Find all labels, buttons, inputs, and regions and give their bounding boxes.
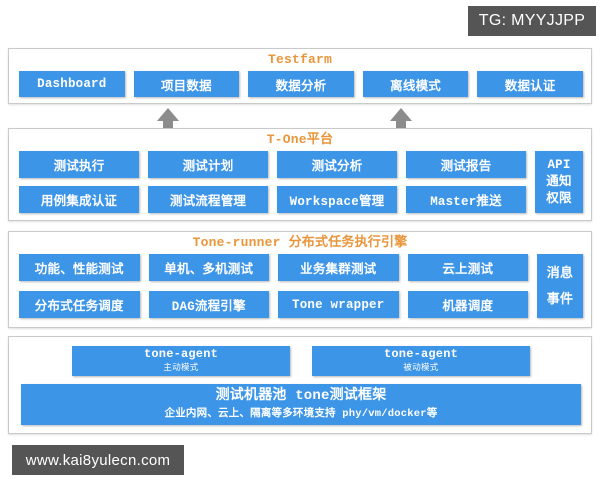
- tile-data-analysis[interactable]: 数据分析: [248, 71, 354, 97]
- notify-label: 通知: [546, 174, 572, 189]
- layer-infrastructure: tone-agent 主动模式 tone-agent 被动模式 测试机器池 to…: [8, 336, 592, 434]
- t-one-grid: 测试执行 测试计划 测试分析 测试报告 用例集成认证 测试流程管理 Worksp…: [19, 151, 583, 213]
- permission-label: 权限: [546, 191, 572, 206]
- tone-agent-active-name: tone-agent: [143, 347, 218, 361]
- tile-dashboard[interactable]: Dashboard: [19, 71, 125, 97]
- tile-test-analysis[interactable]: 测试分析: [277, 151, 397, 178]
- tile-data-validation[interactable]: 数据认证: [477, 71, 583, 97]
- tile-business-cluster-test[interactable]: 业务集群测试: [278, 254, 399, 281]
- layer-t-one-platform: T-One平台 测试执行 测试计划 测试分析 测试报告 用例集成认证 测试流程管…: [8, 128, 592, 221]
- tone-runner-grid: 功能、性能测试 单机、多机测试 业务集群测试 云上测试 分布式任务调度 DAG流…: [19, 254, 583, 318]
- tile-tone-agent-passive[interactable]: tone-agent 被动模式: [312, 346, 530, 376]
- machine-pool-subtitle: 企业内网、云上、隔离等多环境支持 phy/vm/docker等: [164, 407, 438, 420]
- tile-workspace-mgmt[interactable]: Workspace管理: [277, 186, 397, 213]
- arrow-up-right-stem: [396, 121, 406, 129]
- tone-agent-passive-mode: 被动模式: [403, 362, 439, 372]
- tile-machine-pool[interactable]: 测试机器池 tone测试框架 企业内网、云上、隔离等多环境支持 phy/vm/d…: [21, 384, 581, 425]
- arrow-up-right-head: [390, 108, 412, 121]
- tile-cloud-test[interactable]: 云上测试: [407, 254, 528, 281]
- tile-tone-agent-active[interactable]: tone-agent 主动模式: [72, 346, 290, 376]
- agent-row: tone-agent 主动模式 tone-agent 被动模式: [21, 346, 581, 376]
- layer-testfarm: Testfarm Dashboard 项目数据 数据分析 离线模式 数据认证: [8, 48, 592, 104]
- tile-message-event[interactable]: 消息 事件: [537, 254, 583, 318]
- bottom-watermark-badge: www.kai8yulecn.com: [12, 445, 184, 475]
- layer-tone-runner: Tone-runner 分布式任务执行引擎 功能、性能测试 单机、多机测试 业务…: [8, 231, 592, 328]
- top-watermark-badge: TG: MYYJJPP: [468, 6, 596, 36]
- machine-pool-title: 测试机器池 tone测试框架: [215, 387, 387, 404]
- layer-tone-runner-title: Tone-runner 分布式任务执行引擎: [192, 235, 408, 250]
- event-label: 事件: [546, 291, 574, 307]
- layer-testfarm-title: Testfarm: [267, 52, 332, 67]
- tile-test-report[interactable]: 测试报告: [406, 151, 526, 178]
- tile-case-integration-auth[interactable]: 用例集成认证: [19, 186, 139, 213]
- message-label: 消息: [546, 265, 574, 281]
- testfarm-tile-row: Dashboard 项目数据 数据分析 离线模式 数据认证: [19, 71, 583, 97]
- tile-test-execution[interactable]: 测试执行: [19, 151, 139, 178]
- tone-runner-row-2: 分布式任务调度 DAG流程引擎 Tone wrapper 机器调度: [19, 291, 528, 318]
- tone-agent-active-mode: 主动模式: [163, 362, 199, 372]
- tile-machine-scheduling[interactable]: 机器调度: [407, 291, 528, 318]
- arrow-up-left-head: [157, 108, 179, 121]
- tone-agent-passive-name: tone-agent: [383, 347, 458, 361]
- tile-test-process-mgmt[interactable]: 测试流程管理: [148, 186, 268, 213]
- t-one-row-1: 测试执行 测试计划 测试分析 测试报告: [19, 151, 526, 178]
- tile-distributed-task-scheduling[interactable]: 分布式任务调度: [19, 291, 140, 318]
- api-label: API: [547, 157, 571, 172]
- tile-api-notify-permission[interactable]: API 通知 权限: [535, 151, 583, 213]
- tile-dag-flow-engine[interactable]: DAG流程引擎: [148, 291, 269, 318]
- layer-t-one-title: T-One平台: [266, 132, 334, 147]
- tile-function-performance-test[interactable]: 功能、性能测试: [19, 254, 140, 281]
- tile-single-multi-machine-test[interactable]: 单机、多机测试: [148, 254, 269, 281]
- tile-project-data[interactable]: 项目数据: [133, 71, 240, 97]
- tile-master-push[interactable]: Master推送: [406, 186, 526, 213]
- t-one-main-tiles: 测试执行 测试计划 测试分析 测试报告 用例集成认证 测试流程管理 Worksp…: [19, 151, 526, 213]
- arrow-up-left-stem: [163, 121, 173, 129]
- tile-offline-mode[interactable]: 离线模式: [362, 71, 469, 97]
- t-one-row-2: 用例集成认证 测试流程管理 Workspace管理 Master推送: [19, 186, 526, 213]
- tone-runner-row-1: 功能、性能测试 单机、多机测试 业务集群测试 云上测试: [19, 254, 528, 281]
- tile-tone-wrapper[interactable]: Tone wrapper: [278, 291, 399, 318]
- tile-test-plan[interactable]: 测试计划: [148, 151, 268, 178]
- tone-runner-main-tiles: 功能、性能测试 单机、多机测试 业务集群测试 云上测试 分布式任务调度 DAG流…: [19, 254, 528, 318]
